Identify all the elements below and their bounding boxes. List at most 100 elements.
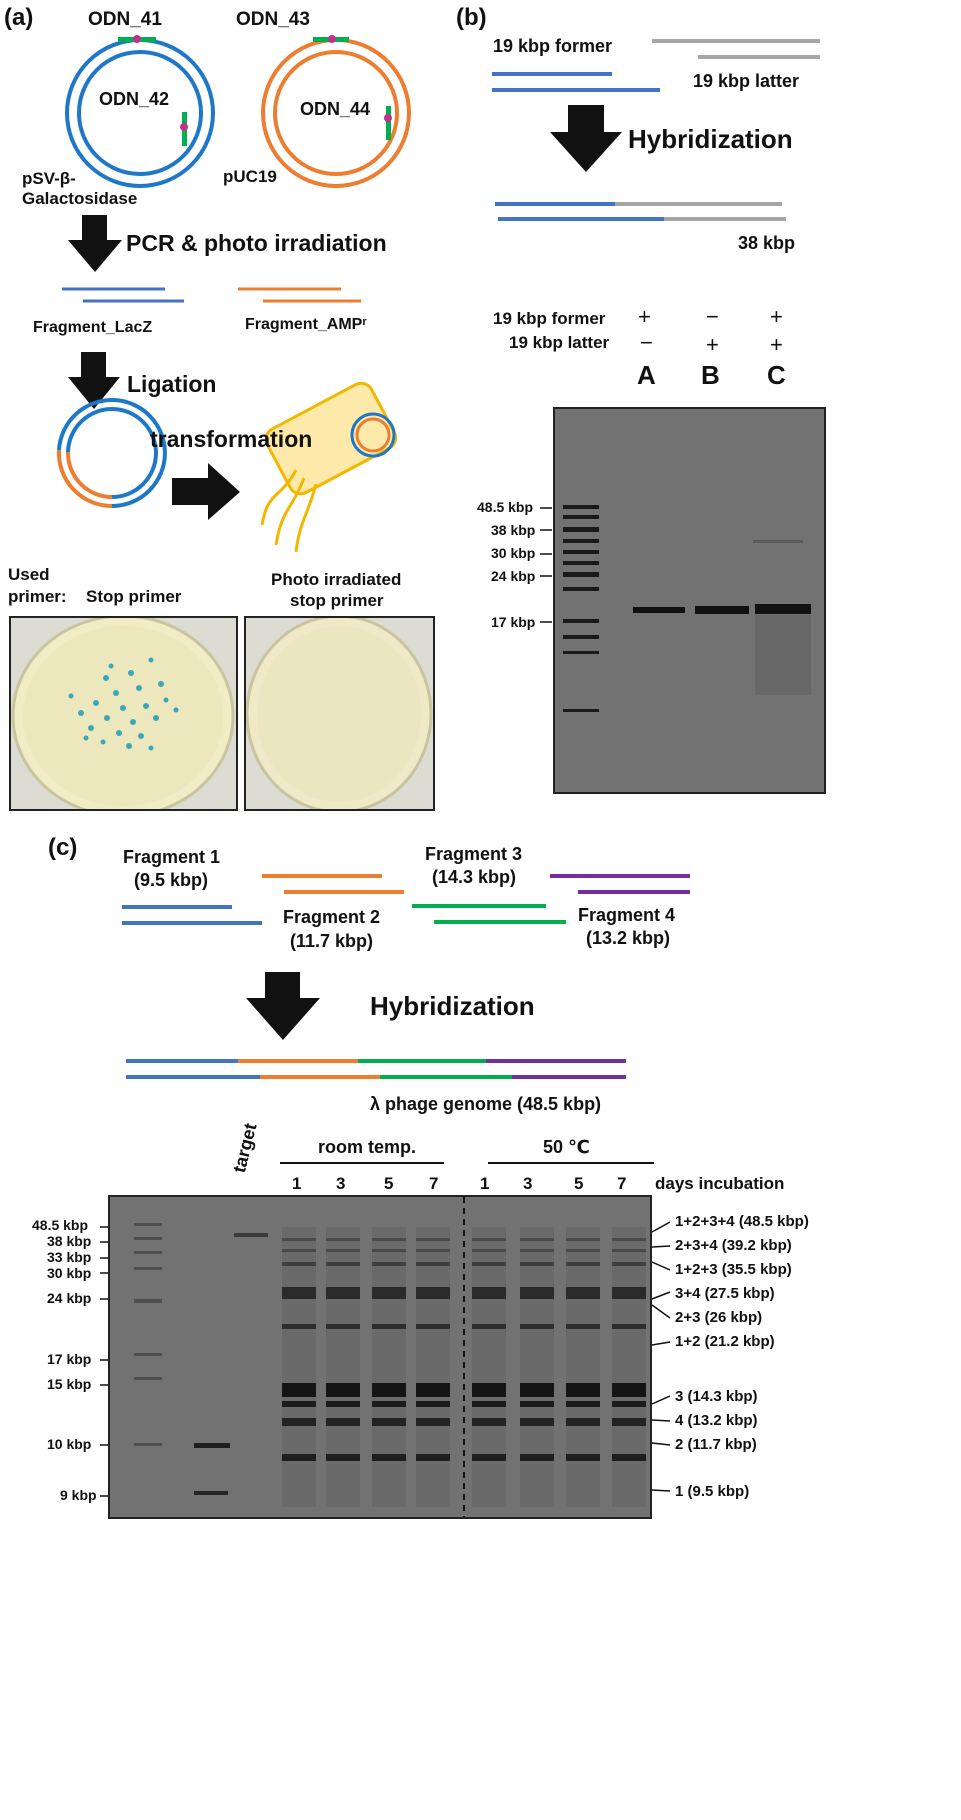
gel-band-14-lane-8 — [612, 1383, 646, 1397]
gel-band-14-lane-6 — [520, 1383, 554, 1397]
gel-band-35-lane-7 — [566, 1262, 600, 1266]
gel-band-14-lane-1 — [282, 1383, 316, 1397]
stop-primer-plate-photo — [9, 616, 238, 811]
gel-band-13-lane-6 — [520, 1401, 554, 1407]
gel-band-39-lane-5 — [472, 1249, 506, 1252]
lane-smear — [326, 1227, 360, 1507]
psv-inner-ring — [77, 50, 203, 176]
ladder-c-15: 15 kbp — [47, 1376, 92, 1392]
day-label-50-1: 1 — [480, 1174, 490, 1193]
gel-band-48-lane-4 — [416, 1238, 450, 1241]
ladder-b-48: 48.5 kbp — [477, 499, 534, 515]
gel-band-9-lane-4 — [416, 1454, 450, 1461]
ladder-b-38: 38 kbp — [491, 522, 536, 538]
odn43-marker — [313, 37, 349, 42]
latter-label: 19 kbp latter — [693, 71, 800, 91]
gel-band-35-lane-6 — [520, 1262, 554, 1266]
ladder-c-10: 10 kbp — [47, 1436, 92, 1452]
odn42-marker — [182, 112, 187, 146]
lane-smear — [472, 1227, 506, 1507]
gel-band-9-lane-5 — [472, 1454, 506, 1461]
gel-band-35-lane-3 — [372, 1262, 406, 1266]
band-label-12: 1+2 (21.2 kbp) — [675, 1333, 775, 1350]
gel-band-21-lane-1 — [282, 1324, 316, 1329]
ladder-c-38: 38 kbp — [47, 1233, 92, 1249]
odn44-dot — [384, 114, 392, 122]
gel-band-21-lane-5 — [472, 1324, 506, 1329]
ladder-c-48: 48.5 kbp — [32, 1217, 89, 1233]
gel-band-27-lane-6 — [520, 1287, 554, 1299]
panel-b-letter: (b) — [456, 4, 487, 31]
gel-band-27-lane-2 — [326, 1287, 360, 1299]
ladder-c-30: 30 kbp — [47, 1265, 92, 1281]
band-label-1: 1 (9.5 kbp) — [675, 1483, 750, 1500]
gel-band-27-lane-7 — [566, 1287, 600, 1299]
frag3-label-2: (14.3 kbp) — [432, 867, 517, 887]
day-label-50-7: 7 — [617, 1174, 627, 1193]
odn41-dot — [133, 35, 141, 43]
frag1-label-2: (9.5 kbp) — [134, 870, 209, 890]
gel-band-14-lane-3 — [372, 1383, 406, 1397]
gel-band-11-lane-7 — [566, 1418, 600, 1426]
fragment-amp-label: Fragment_AMPr — [245, 316, 367, 333]
band-label-1234: 1+2+3+4 (48.5 kbp) — [675, 1213, 809, 1230]
gel-band-14-lane-2 — [326, 1383, 360, 1397]
gel-band-39-lane-6 — [520, 1249, 554, 1252]
row1-sign-a: + — [638, 304, 651, 329]
gel-band-21-lane-8 — [612, 1324, 646, 1329]
gel-band-48-lane-1 — [282, 1238, 316, 1241]
row2-sign-b: + — [706, 332, 719, 357]
gel-band-27-lane-5 — [472, 1287, 506, 1299]
step-pcr-label: PCR & photo irradiation — [126, 230, 387, 256]
gel-band-9-lane-7 — [566, 1454, 600, 1461]
row1-label: 19 kbp former — [493, 309, 606, 328]
odn44-marker — [386, 106, 391, 140]
gel-band-21-lane-6 — [520, 1324, 554, 1329]
days-incubation-label: days incubation — [655, 1174, 785, 1193]
gel-band-11-lane-4 — [416, 1418, 450, 1426]
gel-band-11-lane-8 — [612, 1418, 646, 1426]
row1-sign-c: + — [770, 304, 783, 329]
row1-sign-b: − — [706, 304, 719, 329]
flagellum-2 — [274, 477, 306, 546]
gel-band-9-lane-1 — [282, 1454, 316, 1461]
gel-band-13-lane-2 — [326, 1401, 360, 1407]
gel-band-14-lane-7 — [566, 1383, 600, 1397]
ladder-b-30: 30 kbp — [491, 545, 536, 561]
lane-smear — [282, 1227, 316, 1507]
frag2-label-1: Fragment 2 — [283, 907, 381, 927]
ladder-c-9: 9 kbp — [60, 1487, 97, 1503]
gel-band-27-lane-8 — [612, 1287, 646, 1299]
gel-band-39-lane-2 — [326, 1249, 360, 1252]
band-label-3: 3 (14.3 kbp) — [675, 1388, 758, 1405]
panel-c-letter: (c) — [48, 834, 78, 861]
ligated-plasmid-inner-blue — [66, 407, 158, 499]
gel-band-13-lane-7 — [566, 1401, 600, 1407]
gel-band-21-lane-4 — [416, 1324, 450, 1329]
band-label-34: 3+4 (27.5 kbp) — [675, 1285, 775, 1302]
day-label-50-3: 3 — [523, 1174, 533, 1193]
gel-band-13-lane-4 — [416, 1401, 450, 1407]
gel-band-48-lane-2 — [326, 1238, 360, 1241]
gel-band-48-lane-8 — [612, 1238, 646, 1241]
gel-band-13-lane-1 — [282, 1401, 316, 1407]
lane-smear — [566, 1227, 600, 1507]
former-label: 19 kbp former — [493, 36, 613, 56]
odn41-label: ODN_41 — [88, 9, 162, 30]
gel-band-35-lane-4 — [416, 1262, 450, 1266]
gel-band-11-lane-3 — [372, 1418, 406, 1426]
gel-band-9-lane-2 — [326, 1454, 360, 1461]
heat-50-label: 50 ℃ — [543, 1137, 590, 1157]
ladder-b-24: 24 kbp — [491, 568, 536, 584]
bacterium-plasmid-inner — [355, 417, 391, 453]
gel-band-21-lane-3 — [372, 1324, 406, 1329]
step-ligation-label: Ligation — [127, 371, 217, 397]
gel-band-13-lane-5 — [472, 1401, 506, 1407]
arrow-down-icon — [68, 215, 122, 272]
gel-band-35-lane-1 — [282, 1262, 316, 1266]
lane-b-label: B — [701, 360, 720, 390]
ladder-c-17: 17 kbp — [47, 1351, 92, 1367]
gel-band-14-lane-4 — [416, 1383, 450, 1397]
